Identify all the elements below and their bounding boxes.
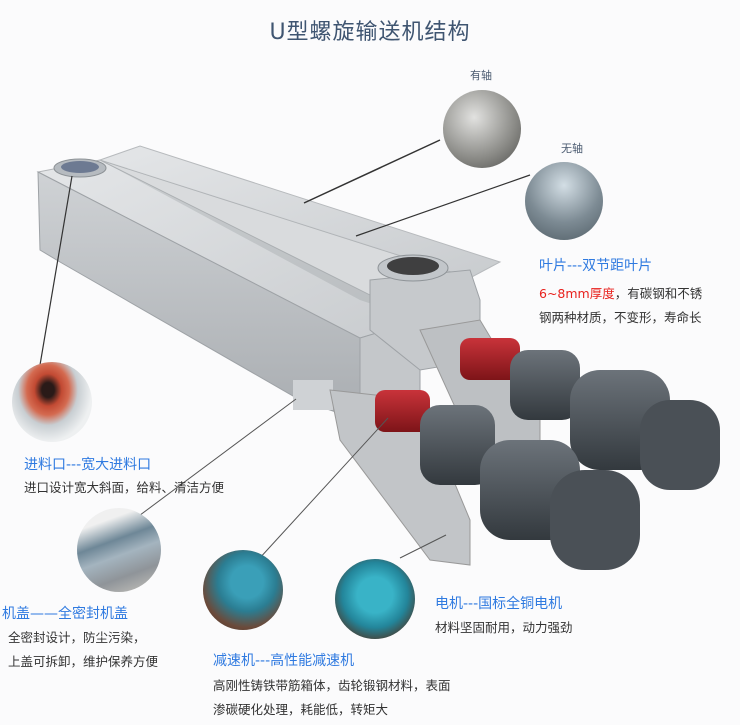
- reducer-desc-line2: 渗碳硬化处理，耗能低，转矩大: [213, 702, 389, 717]
- with-shaft-blade-photo: [443, 90, 521, 168]
- inlet-desc: 进口设计宽大斜面，给料、清洁方便: [24, 480, 225, 495]
- cover-desc-line1: 全密封设计，防尘污染，: [8, 630, 146, 645]
- inlet-photo: [12, 362, 92, 442]
- blade-desc-line1: 6~8mm厚度，有碳钢和不锈: [539, 286, 703, 301]
- reducer-desc-line1: 高刚性铸铁带筋箱体，齿轮锻钢材料，表面: [213, 678, 451, 693]
- blade-thickness-highlight: 6~8mm厚度: [539, 286, 615, 301]
- shaftless-blade-photo: [525, 162, 603, 240]
- motor-photo: [335, 559, 415, 639]
- page-title: U型螺旋输送机结构: [269, 20, 471, 45]
- reducer-photo: [203, 550, 283, 630]
- with-shaft-label: 有轴: [470, 69, 492, 82]
- blade-heading: 叶片---双节距叶片: [539, 258, 653, 274]
- shaftless-label: 无轴: [561, 142, 583, 155]
- blade-desc-line2: 钢两种材质，不变形，寿命长: [539, 310, 702, 325]
- motor-desc: 材料坚固耐用，动力强劲: [435, 620, 573, 635]
- inlet-heading: 进料口---宽大进料口: [24, 457, 152, 473]
- cover-heading: 机盖——全密封机盖: [2, 606, 128, 622]
- cover-photo: [77, 508, 161, 592]
- reducer-heading: 减速机---高性能减速机: [213, 653, 355, 669]
- motor-heading: 电机---国标全铜电机: [435, 596, 563, 612]
- cover-desc-line2: 上盖可拆卸，维护保养方便: [8, 654, 159, 669]
